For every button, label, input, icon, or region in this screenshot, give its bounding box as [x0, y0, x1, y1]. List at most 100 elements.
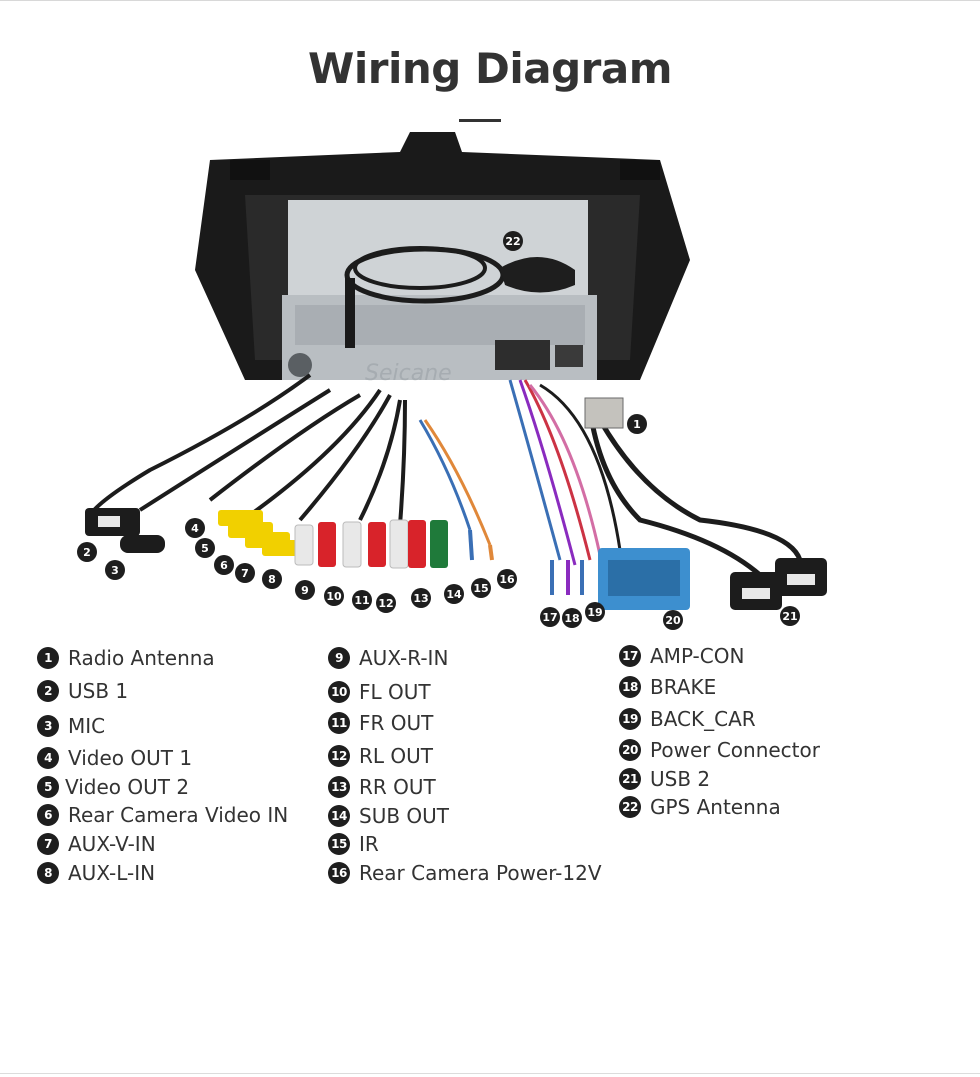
svg-text:12: 12: [378, 597, 393, 610]
legend-label: IR: [359, 832, 379, 856]
svg-text:16: 16: [499, 573, 515, 586]
legend-label: Power Connector: [650, 738, 820, 762]
cable-bundle-left: [88, 373, 407, 526]
legend-number-badge: 11: [328, 712, 350, 734]
svg-text:15: 15: [473, 582, 488, 595]
legend-item-4: 4 Video OUT 1: [37, 745, 192, 771]
legend-label: Video OUT 1: [68, 746, 193, 770]
legend-number-badge: 20: [619, 739, 641, 761]
bottom-divider: [0, 1073, 980, 1074]
legend-label: BRAKE: [650, 675, 717, 699]
legend-number-badge: 22: [619, 796, 641, 818]
svg-text:19: 19: [587, 606, 602, 619]
legend-number-badge: 10: [328, 681, 350, 703]
legend-label: MIC: [68, 714, 106, 738]
callout-3: 3: [105, 560, 125, 580]
legend-number-badge: 1: [37, 647, 59, 669]
wire-tips: [468, 529, 584, 595]
svg-text:18: 18: [564, 612, 579, 625]
svg-text:2: 2: [83, 546, 91, 559]
legend-label: BACK_CAR: [650, 707, 756, 731]
legend-number-badge: 15: [328, 833, 350, 855]
svg-text:3: 3: [111, 564, 119, 577]
callout-7: 7: [235, 563, 255, 583]
legend-number-badge: 16: [328, 862, 350, 884]
callout-21: 21: [780, 606, 800, 626]
callout-5: 5: [195, 538, 215, 558]
legend-label: AUX-V-IN: [68, 832, 156, 856]
usb-2-port-b: [787, 574, 815, 585]
legend-item-15: 15 IR: [328, 831, 379, 857]
callout-20: 20: [663, 610, 683, 630]
legend-item-16: 16 Rear Camera Power-12V: [328, 860, 602, 886]
legend-item-14: 14 SUB OUT: [328, 803, 449, 829]
legend-number-badge: 18: [619, 676, 641, 698]
legend-label: RR OUT: [359, 775, 436, 799]
gps-antenna: [344, 246, 575, 304]
svg-text:6: 6: [220, 559, 228, 572]
title-underline: [459, 119, 501, 122]
legend-label: AUX-L-IN: [68, 861, 156, 885]
callout-1: 1: [627, 414, 647, 434]
svg-text:21: 21: [782, 610, 797, 623]
svg-text:11: 11: [354, 594, 369, 607]
legend-item-13: 13 RR OUT: [328, 774, 436, 800]
wiring-photo: Seicane: [77, 132, 827, 630]
legend-item-11: 11 FR OUT: [328, 710, 433, 736]
svg-text:10: 10: [326, 590, 342, 603]
legend-label: GPS Antenna: [650, 795, 781, 819]
legend-number-badge: 7: [37, 833, 59, 855]
svg-text:20: 20: [665, 614, 681, 627]
legend-number-badge: 4: [37, 747, 59, 769]
legend-label: Video OUT 2: [65, 775, 190, 799]
svg-text:9: 9: [301, 584, 309, 597]
legend-label: FR OUT: [359, 711, 434, 735]
svg-text:4: 4: [191, 522, 199, 535]
legend-item-20: 20 Power Connector: [619, 737, 820, 763]
legend-label: AMP-CON: [650, 644, 745, 668]
radio-antenna-plug: [584, 397, 624, 429]
callout-13: 13: [411, 588, 431, 608]
callout-22: 22: [503, 231, 523, 251]
legend-item-3: 3 MIC: [37, 713, 105, 739]
callout-19: 19: [585, 602, 605, 622]
watermark-text: Seicane: [365, 361, 452, 386]
legend-number-badge: 14: [328, 805, 350, 827]
callout-10: 10: [324, 586, 344, 606]
power-connector-pins: [608, 560, 680, 596]
legend-label: FL OUT: [359, 680, 431, 704]
callout-18: 18: [562, 608, 582, 628]
svg-text:5: 5: [201, 542, 209, 555]
legend-label: Rear Camera Video IN: [68, 803, 289, 827]
usb-1-port: [98, 516, 120, 527]
legend-number-badge: 9: [328, 647, 350, 669]
legend-number-badge: 13: [328, 776, 350, 798]
legend-label: SUB OUT: [359, 804, 450, 828]
usb-2-port-a: [742, 588, 770, 599]
legend-item-9: 9 AUX-R-IN: [328, 645, 448, 671]
legend-label: Rear Camera Power-12V: [359, 861, 602, 885]
callout-8: 8: [262, 569, 282, 589]
svg-text:14: 14: [446, 588, 462, 601]
top-divider: [0, 0, 980, 1]
legend-number-badge: 12: [328, 745, 350, 767]
radio-antenna-stick: [345, 278, 355, 348]
legend-label: AUX-R-IN: [359, 646, 449, 670]
svg-text:17: 17: [542, 611, 557, 624]
legend-number-badge: 5: [37, 776, 59, 798]
legend-number-badge: 3: [37, 715, 59, 737]
legend-item-7: 7 AUX-V-IN: [37, 831, 156, 857]
legend-number-badge: 21: [619, 768, 641, 790]
callout-16: 16: [497, 569, 517, 589]
callout-2: 2: [77, 542, 97, 562]
callout-9: 9: [295, 580, 315, 600]
svg-text:8: 8: [268, 573, 276, 586]
rca-connectors: [218, 510, 448, 569]
callout-17: 17: [540, 607, 560, 627]
